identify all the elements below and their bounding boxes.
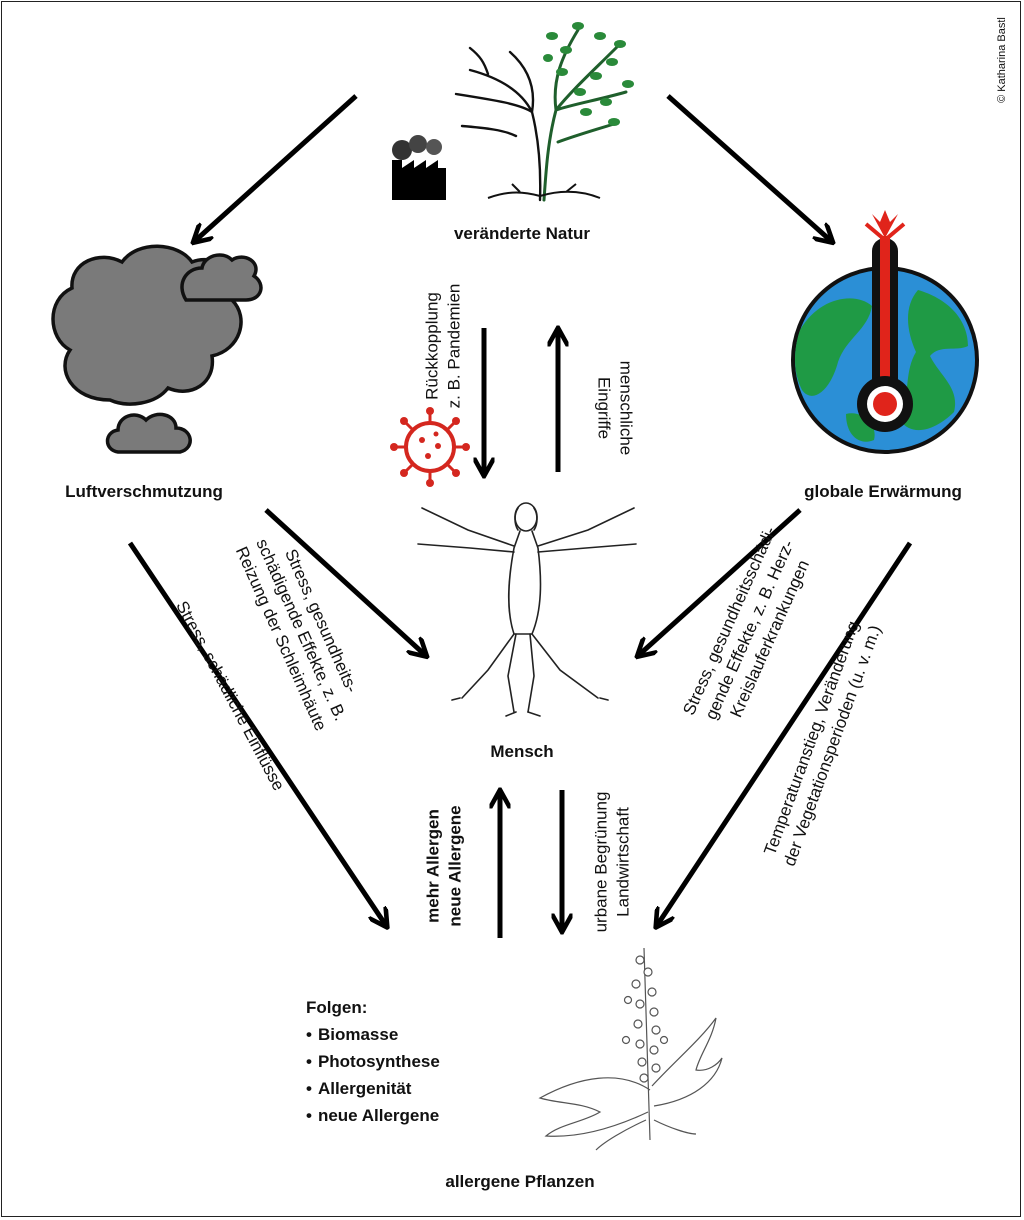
arrow-nature-to-warming <box>666 94 830 240</box>
consequence-item: Allergenität <box>306 1075 440 1102</box>
arrow-nature-to-pollution <box>196 94 358 240</box>
vitruvian-man-icon <box>417 502 637 717</box>
node-label-warming: globale Erwärmung <box>804 482 962 501</box>
arrow-warming-to-plants <box>658 541 913 924</box>
copyright: © Katharina Bastl <box>996 17 1008 103</box>
node-label-pollution: Luftverschmutzung <box>65 482 223 501</box>
consequence-item: Photosynthese <box>306 1048 440 1075</box>
arrow-pollution-to-plants <box>127 541 385 924</box>
node-label-plants: allergene Pflanzen <box>445 1172 595 1191</box>
arrows <box>127 94 913 938</box>
ragweed-plant-icon <box>538 947 723 1151</box>
consequences-box: Folgen: Biomasse Photosynthese Allergeni… <box>306 994 440 1129</box>
consequence-item: neue Allergene <box>306 1102 440 1129</box>
consequences-list: Biomasse Photosynthese Allergenität neue… <box>306 1021 440 1129</box>
cloud-icon <box>51 244 263 454</box>
tree-factory-icon <box>392 22 634 202</box>
consequence-item: Biomasse <box>306 1021 440 1048</box>
virus-icon <box>390 407 470 487</box>
arrow-warming-to-human <box>640 508 802 654</box>
globe-thermometer-icon <box>791 210 979 454</box>
consequences-title: Folgen: <box>306 998 368 1017</box>
arrow-pollution-to-human <box>264 508 424 654</box>
node-label-human: Mensch <box>490 742 554 761</box>
node-label-nature: veränderte Natur <box>453 224 591 243</box>
